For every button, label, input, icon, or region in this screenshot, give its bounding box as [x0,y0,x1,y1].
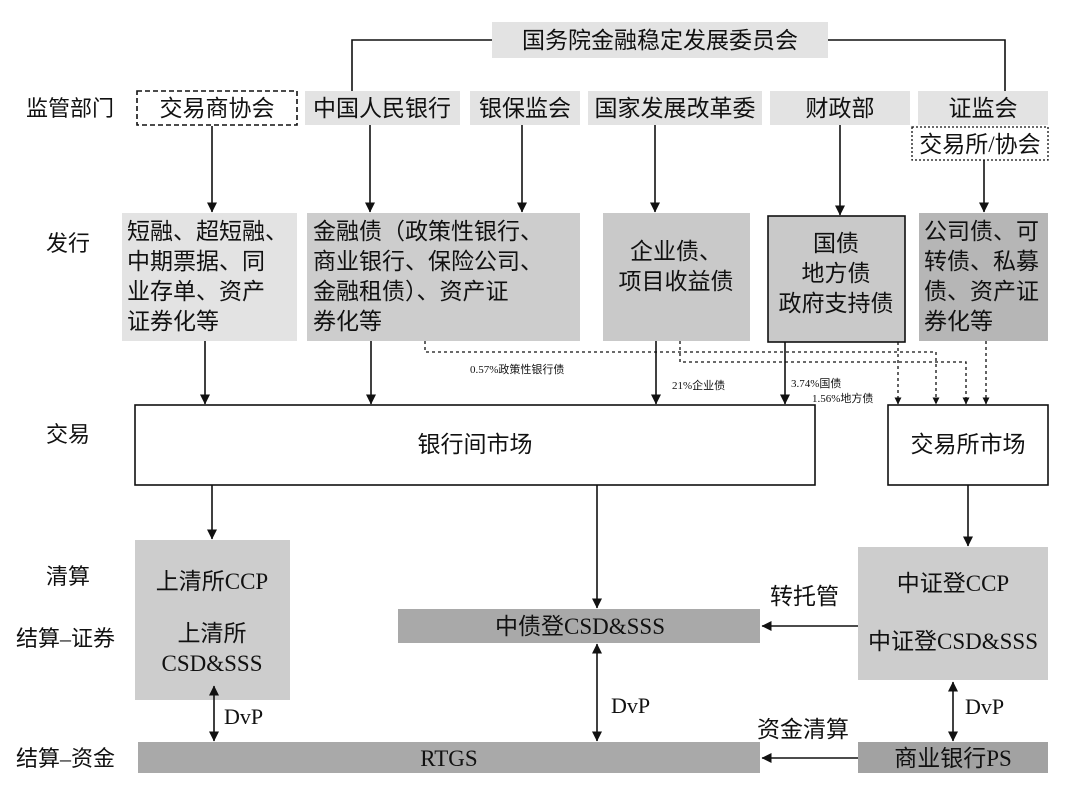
commercial-bank-ps-label: 商业银行PS [894,746,1012,771]
issuance-financial-bonds-line: 商业银行、保险公司、 [313,249,543,274]
issuance-financial-bonds-line: 金融租债）、资产证 [313,279,509,304]
council-bracket-left [351,39,492,91]
regulator-nafmii-box [136,90,298,126]
issuance-enterprise-bonds-line: 企业债、 [630,239,722,264]
shclearing-box [135,540,290,700]
issuance-corporate-bonds-line: 债、资产证 [924,279,1039,304]
regulator-pboc-box [305,91,460,125]
regulator-exchange-association: 交易所/协会 [919,132,1040,157]
issuance-nafmii-line: 短融、超短融、 [127,219,288,244]
regulator-exchange-association-box [911,126,1049,161]
ccdc-bar [398,609,760,643]
row-label-regulators: 监管部门 [26,96,114,121]
label-fund-clearing: 资金清算 [757,717,849,742]
issuance-financial-bonds-line: 金融债（政策性银行、 [313,219,543,244]
interbank-market: 银行间市场 [418,432,533,457]
exchange-market: 交易所市场 [911,432,1026,457]
issuance-corporate-bonds-line: 公司债、可 [924,219,1039,244]
issuance-enterprise-bonds-line: 项目收益债 [619,269,734,294]
csdc-ccp: 中证登CCP [897,571,1009,596]
row-label-issuance: 发行 [46,231,90,256]
rtgs-label: RTGS [420,746,477,771]
regulator-mof: 财政部 [806,96,875,121]
regulator-cbirc-box [470,91,580,125]
issuance-government-bonds-box [767,215,906,343]
regulator-pboc: 中国人民银行 [313,96,451,121]
rtgs-bar [138,742,760,773]
issuance-financial-bonds-line: 券化等 [313,309,382,334]
dvp-label-center: DvP [611,693,650,718]
row-label-funds-settlement: 结算–资金 [16,746,115,771]
label-transfer-custody: 转托管 [770,584,839,609]
regulator-ndrc: 国家发展改革委 [595,96,756,121]
council-title: 国务院金融稳定发展委员会 [522,28,798,53]
dvp-label-left: DvP [224,704,263,729]
regulator-csrc: 证监会 [949,96,1018,121]
label-local-gov-share: 1.56%地方债 [812,391,873,405]
row-label-securities-settlement: 结算–证券 [16,626,115,651]
interbank-market-box [134,404,816,486]
council-bracket-right [828,39,1006,91]
dotted-arrow-enterprise-to-exchange [679,341,970,405]
dvp-label-right: DvP [965,694,1004,719]
row-label-clearing: 清算 [46,564,90,589]
csdc-csd: 中证登CSD&SSS [868,629,1038,654]
council-box [492,22,828,58]
shclearing-csd: CSD&SSS [161,651,262,676]
regulator-mof-box [770,91,910,125]
issuance-corporate-bonds-box [919,213,1048,341]
csdc-box [858,547,1048,680]
issuance-financial-bonds-box [307,213,580,341]
label-treasury-share: 3.74%国债 [791,376,841,390]
issuance-government-bonds-line: 政府支持债 [779,291,894,316]
shclearing-ccp: 上清所CCP [156,569,268,594]
issuance-enterprise-bonds-box [603,213,750,341]
issuance-nafmii-products-box [122,213,297,341]
issuance-corporate-bonds-line: 转债、私募 [924,249,1039,274]
label-enterprise-share: 21%企业债 [672,378,725,392]
exchange-market-box [887,404,1049,486]
issuance-government-bonds-line: 国债 [813,231,859,256]
shclearing-name: 上清所 [178,621,247,646]
issuance-nafmii-line: 证券化等 [127,309,219,334]
row-label-trading: 交易 [46,422,90,447]
regulator-cbirc: 银保监会 [479,96,571,121]
regulator-ndrc-box [588,91,762,125]
commercial-bank-ps-bar [858,742,1048,773]
regulator-csrc-box [918,91,1048,125]
ccdc-label: 中债登CSD&SSS [495,614,665,639]
issuance-government-bonds-line: 地方债 [802,261,871,286]
issuance-corporate-bonds-line: 券化等 [924,309,993,334]
issuance-nafmii-line: 中期票据、同 [127,249,265,274]
label-policy-bank-share: 0.57%政策性银行债 [470,362,564,376]
dotted-arrow-policy-bank-to-exchange [424,341,940,405]
regulator-nafmii: 交易商协会 [160,96,275,121]
issuance-nafmii-line: 业存单、资产 [127,279,265,304]
